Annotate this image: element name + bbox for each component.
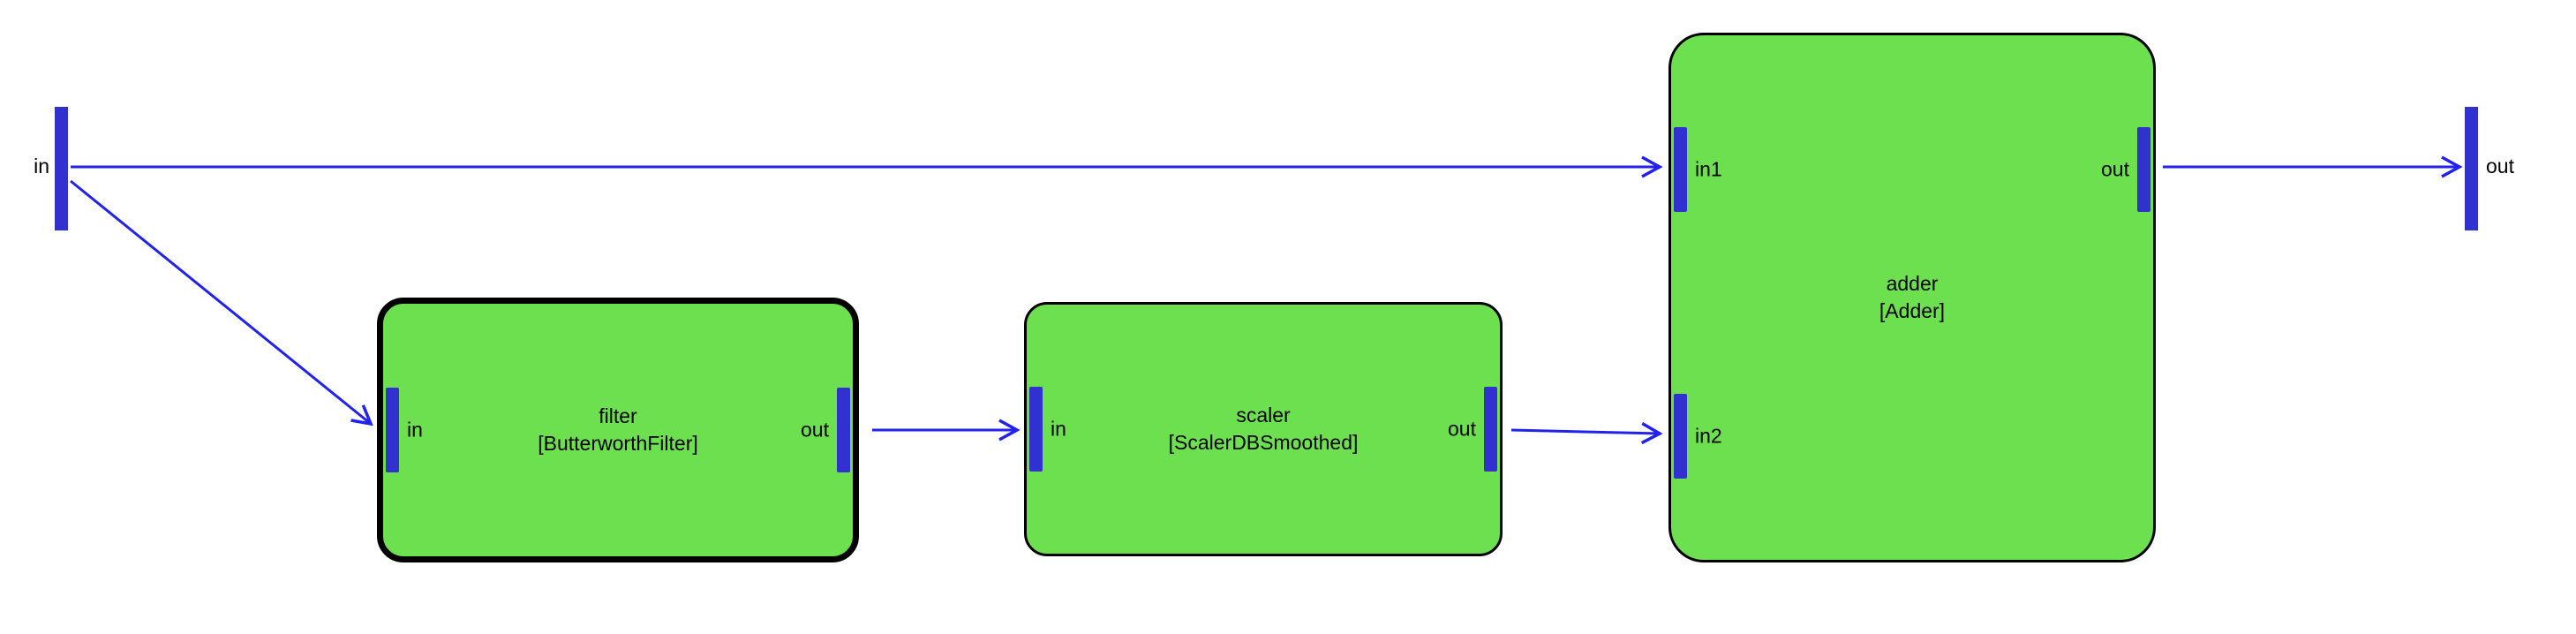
adder-title: adder [Adder] [1671, 270, 2153, 325]
external-output-port[interactable] [2465, 107, 2478, 230]
filter-class: [ButterworthFilter] [538, 432, 698, 455]
adder-in2-port[interactable] [1674, 394, 1687, 479]
filter-in-port-label: in [407, 418, 423, 442]
node-filter[interactable]: in out filter [ButterworthFilter] [377, 298, 859, 562]
scaler-in-port-label: in [1051, 417, 1066, 441]
filter-title: filter [ButterworthFilter] [383, 403, 853, 457]
adder-in1-port[interactable] [1674, 127, 1687, 212]
adder-in2-port-label: in2 [1695, 424, 1722, 448]
scaler-class: [ScalerDBSmoothed] [1168, 431, 1359, 454]
adder-in1-port-label: in1 [1695, 157, 1722, 181]
filter-in-port[interactable] [386, 388, 399, 472]
node-adder[interactable]: in1 in2 out adder [Adder] [1668, 33, 2156, 562]
scaler-name: scaler [1236, 404, 1291, 426]
external-input-label: in [34, 155, 49, 177]
scaler-out-port-label: out [1448, 417, 1476, 441]
external-output-label: out [2486, 155, 2514, 177]
filter-name: filter [599, 404, 637, 427]
wire-in-to-filter-in[interactable] [70, 179, 373, 426]
scaler-in-port[interactable] [1029, 387, 1043, 472]
node-scaler[interactable]: in out scaler [ScalerDBSmoothed] [1024, 302, 1503, 556]
scaler-title: scaler [ScalerDBSmoothed] [1027, 402, 1500, 457]
filter-out-port[interactable] [837, 388, 850, 472]
wire-scaler-out-to-adder-in2[interactable] [1510, 422, 1663, 445]
scaler-out-port[interactable] [1484, 387, 1497, 472]
adder-out-port-label: out [2101, 157, 2129, 181]
adder-class: [Adder] [1879, 299, 1946, 322]
filter-out-port-label: out [801, 418, 829, 442]
adder-name: adder [1886, 272, 1939, 295]
external-input-port[interactable] [55, 107, 68, 230]
adder-out-port[interactable] [2137, 127, 2150, 212]
